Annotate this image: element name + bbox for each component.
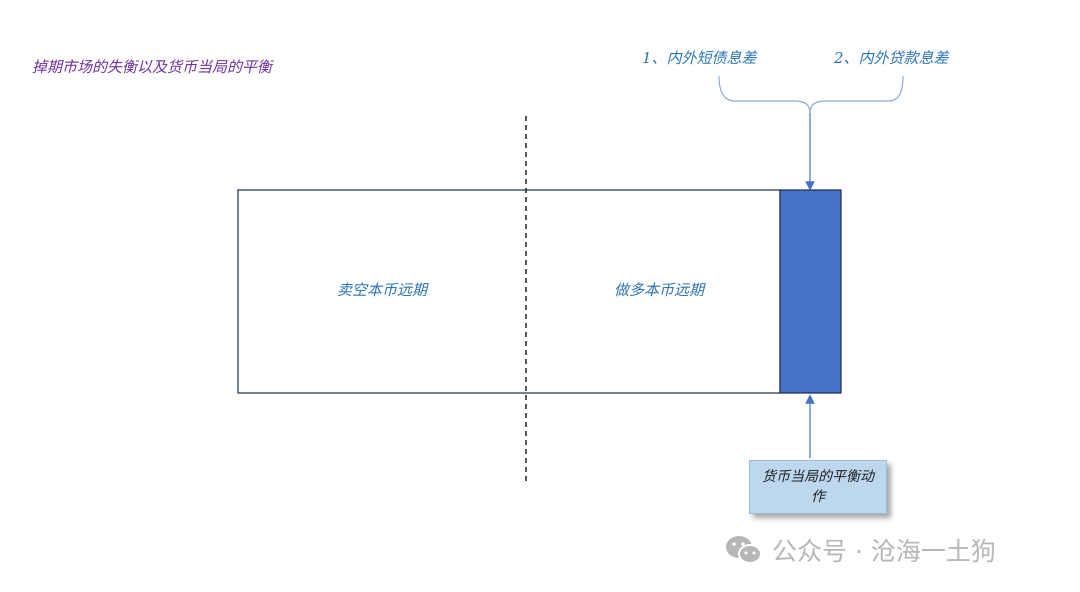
label-short-debt-spread: 1、内外短债息差 xyxy=(642,49,757,67)
watermark-text: 公众号 · 沧海一土狗 xyxy=(772,537,996,566)
watermark: 公众号 · 沧海一土狗 xyxy=(724,530,996,570)
diagram-title: 掉期市场的失衡以及货币当局的平衡 xyxy=(32,58,273,76)
label-long-local-forward: 做多本币远期 xyxy=(614,281,705,299)
central-bank-note: 货币当局的平衡动作 xyxy=(749,460,887,514)
central-bank-note-text: 货币当局的平衡动作 xyxy=(762,469,874,505)
label-short-local-forward: 卖空本币远期 xyxy=(337,281,428,299)
curly-brace xyxy=(718,75,904,114)
label-loan-spread: 2、内外贷款息差 xyxy=(834,49,949,67)
wechat-icon xyxy=(726,536,762,564)
central-bank-bar xyxy=(779,189,842,394)
